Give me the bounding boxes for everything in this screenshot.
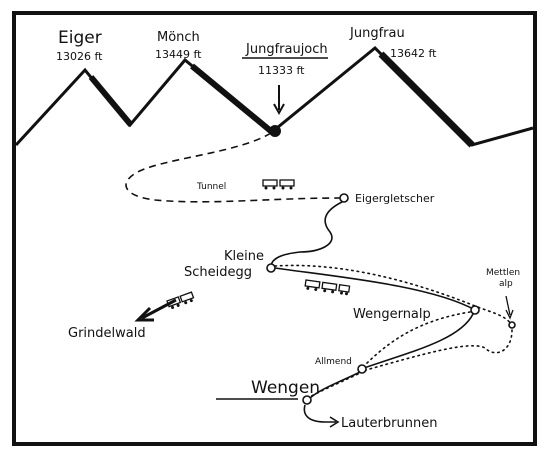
mettlenalp-label-line1: Mettlen xyxy=(486,268,520,278)
mettlenalp-station-marker xyxy=(508,321,516,329)
eiger-label: Eiger xyxy=(58,28,102,48)
grindelwald-arrow-icon xyxy=(134,298,177,322)
footpath-kleine-scheidegg-mettlenalp xyxy=(274,264,512,325)
wengernalp-label: Wengernalp xyxy=(353,307,431,322)
allmend-label: Allmend xyxy=(315,357,352,367)
jungfraujoch-station-marker xyxy=(269,125,281,137)
allmend-station-marker xyxy=(357,364,367,374)
footpath-wengernalp-allmend xyxy=(363,311,471,367)
route-eigergletscher-kleine-scheidegg xyxy=(270,201,343,267)
moench-label: Mönch xyxy=(157,30,200,45)
kleine-scheidegg-label-line1: Kleine xyxy=(224,249,264,264)
kleine-scheidegg-station-marker xyxy=(266,263,276,273)
ridge-shadow-moench xyxy=(190,63,274,135)
eigergletscher-label: Eigergletscher xyxy=(355,192,435,205)
route-wengernalp-allmend xyxy=(363,313,474,369)
tunnel-label: Tunnel xyxy=(196,182,226,192)
jungfraujoch-label: Jungfraujoch xyxy=(245,42,328,57)
jungfraujoch-arrow-icon xyxy=(273,85,285,116)
moench-height-label: 13449 ft xyxy=(155,48,202,61)
train-icon-kleine-scheidegg xyxy=(304,279,351,296)
kleine-scheidegg-label-line2: Scheidegg xyxy=(184,265,252,280)
train-icon-grindelwald xyxy=(166,291,195,309)
grindelwald-label: Grindelwald xyxy=(68,326,146,341)
map-frame xyxy=(12,11,537,446)
ridge-shadow-eiger xyxy=(88,75,134,127)
wengen-label: Wengen xyxy=(251,378,320,398)
tunnel-route xyxy=(125,132,341,203)
wengernalp-station-marker xyxy=(470,305,480,315)
route-kleine-scheidegg-wengernalp xyxy=(274,267,476,311)
ridge-shadow-jungfrau xyxy=(378,51,475,148)
wengen-station-marker xyxy=(302,395,312,405)
footpath-mettlenalp-allmend xyxy=(365,329,513,371)
lauterbrunnen-arrow-icon xyxy=(303,404,340,428)
jungfraujoch-height-label: 11333 ft xyxy=(258,64,305,77)
jungfrau-height-label: 13642 ft xyxy=(390,47,437,60)
train-icon-tunnel xyxy=(262,179,295,190)
mettlenalp-label-line2: alp xyxy=(499,279,513,289)
lauterbrunnen-label: Lauterbrunnen xyxy=(341,416,437,431)
eiger-height-label: 13026 ft xyxy=(56,50,103,63)
eigergletscher-station-marker xyxy=(339,193,349,203)
jungfrau-label: Jungfrau xyxy=(349,26,405,41)
mettlenalp-arrow-icon xyxy=(505,295,514,320)
